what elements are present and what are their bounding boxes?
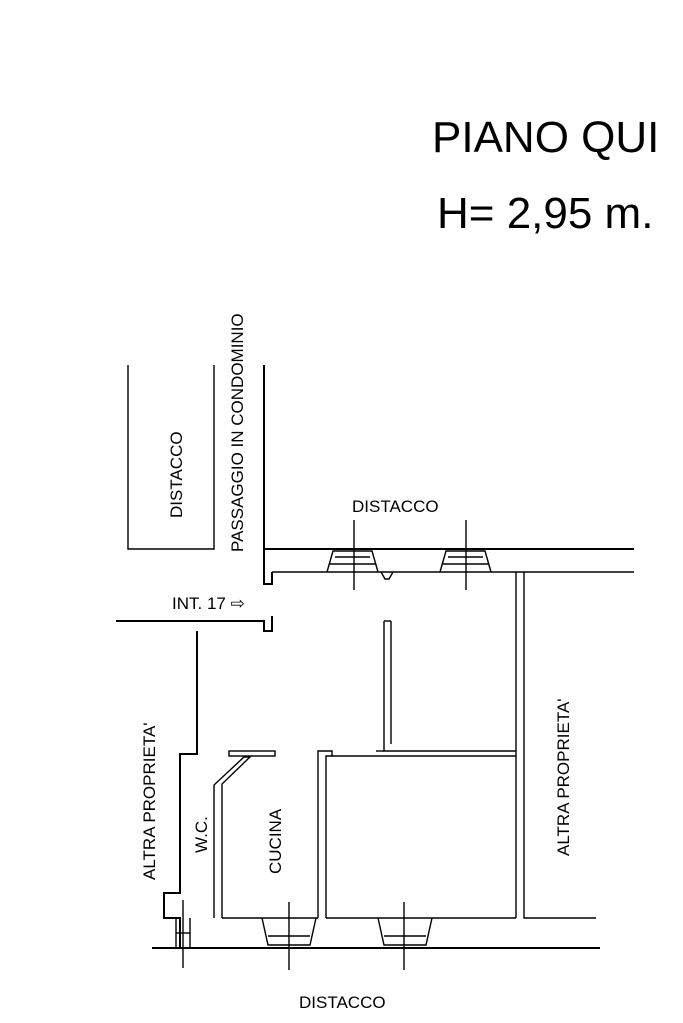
label-distacco-bottom: DISTACCO [299, 993, 386, 1012]
window-top-1 [326, 520, 379, 590]
kitchen-right-wall [317, 750, 333, 918]
ceiling-height: H= 2,95 m. [437, 189, 653, 238]
label-passaggio-condominio: PASSAGGIO IN CONDOMINIO [228, 313, 247, 552]
right-outer-wall [523, 572, 596, 919]
passage-wall [263, 365, 273, 585]
window-bottom-2 [377, 902, 433, 970]
kitchen-door-head [228, 750, 276, 757]
label-int-17: INT. 17 ⇨ [172, 594, 245, 613]
label-distacco-left: DISTACCO [167, 431, 186, 518]
label-altra-proprieta-left: ALTRA PROPRIETA' [140, 722, 159, 880]
wc-kitchen-partition [213, 756, 252, 918]
small-niche [380, 571, 394, 580]
label-distacco-top: DISTACCO [352, 497, 439, 516]
window-bottom-1 [261, 902, 317, 970]
entrance-wall [116, 616, 273, 632]
window-wc [175, 900, 191, 968]
left-outer-wall [163, 631, 198, 948]
window-top-2 [439, 520, 492, 590]
label-altra-proprieta-right: ALTRA PROPRIETA' [554, 698, 573, 856]
label-cucina: CUCINA [266, 808, 285, 874]
label-wc: W.C. [192, 816, 211, 853]
courtyard-outline [127, 365, 215, 550]
plan-title: PIANO QUI [432, 113, 659, 162]
inner-partition [383, 621, 516, 752]
